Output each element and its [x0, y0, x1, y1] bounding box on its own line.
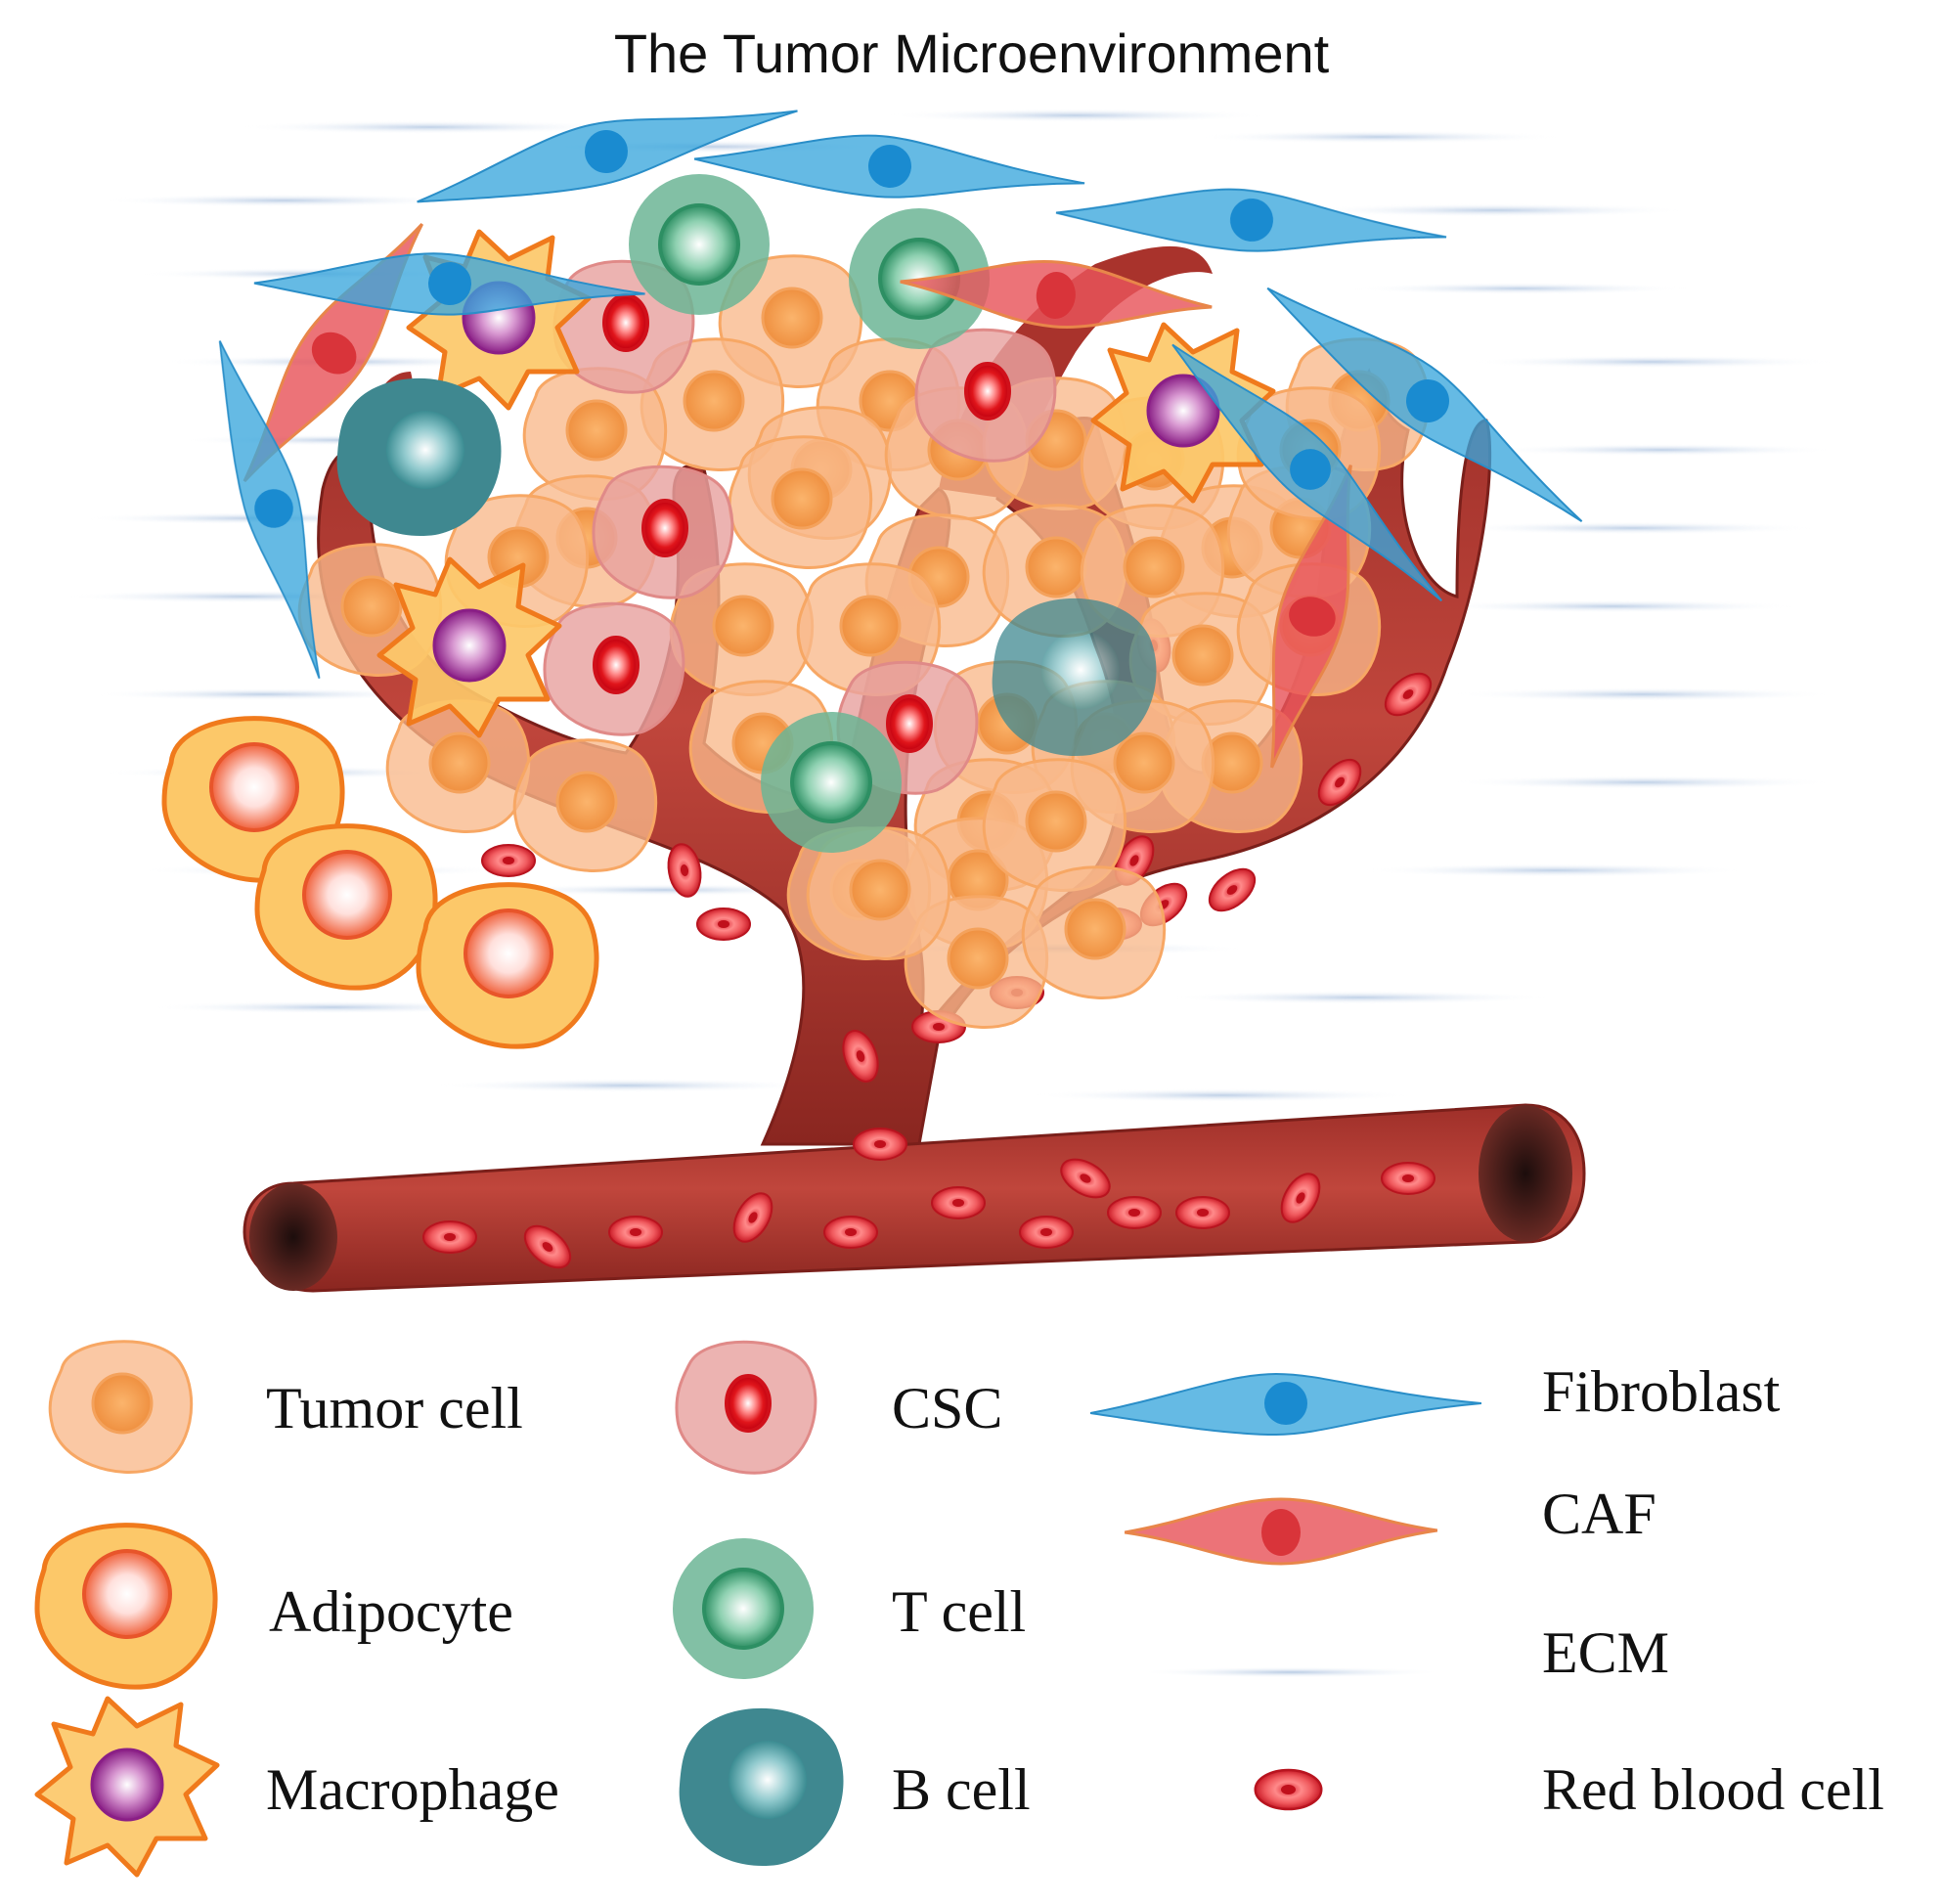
legend-label-caf: CAF	[1542, 1482, 1656, 1546]
diagram-title: The Tumor Microenvironment	[613, 22, 1330, 84]
legend-label-csc: CSC	[892, 1376, 1003, 1440]
legend-label-fibroblast: Fibroblast	[1542, 1359, 1781, 1424]
legend-label-adipocyte: Adipocyte	[269, 1579, 513, 1644]
legend-label-macrophage: Macrophage	[266, 1757, 559, 1822]
legend-label-b-cell: B cell	[892, 1757, 1031, 1822]
legend-label-t-cell: T cell	[892, 1579, 1027, 1644]
legend-icons	[37, 1340, 1481, 1875]
legend-label-ecm: ECM	[1542, 1620, 1670, 1685]
legend-label-tumor-cell: Tumor cell	[266, 1376, 523, 1440]
legend-label-red-blood-cell: Red blood cell	[1542, 1757, 1884, 1822]
